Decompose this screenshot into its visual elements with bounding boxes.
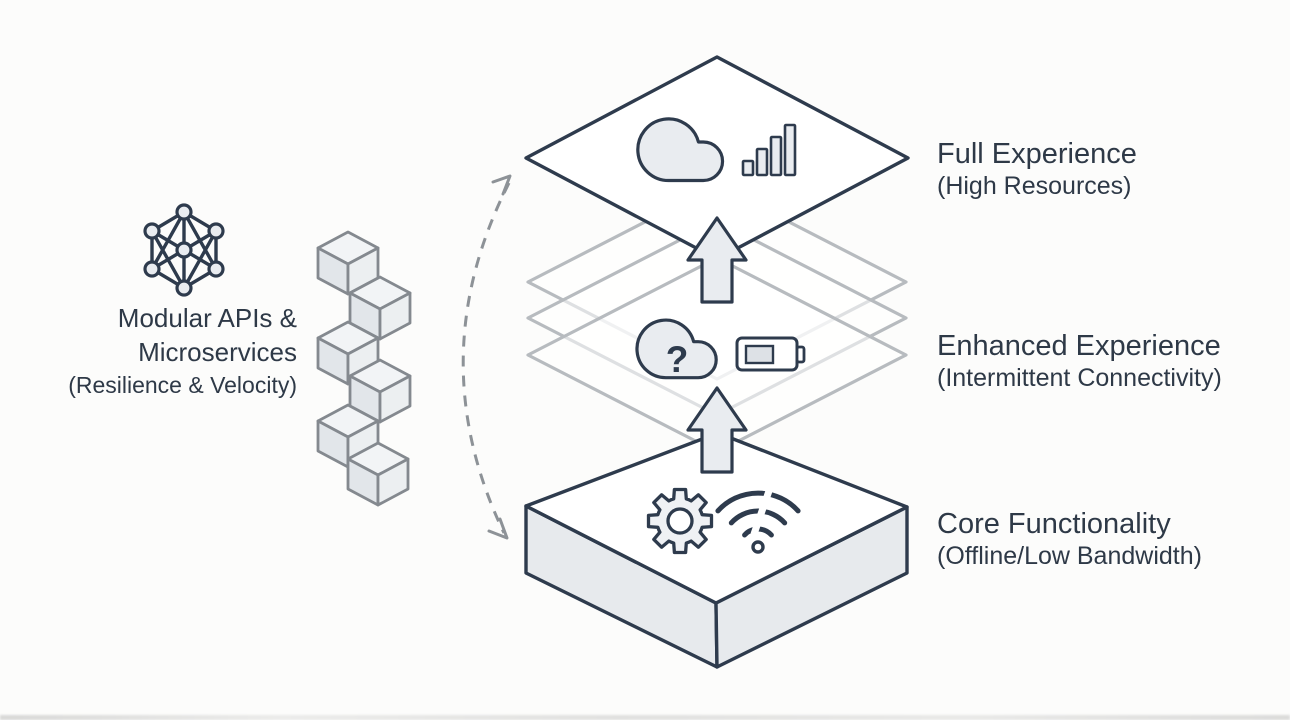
cloud-question-icon: ? — [637, 320, 716, 380]
core-functionality-layer — [524, 431, 909, 669]
question-mark-glyph: ? — [666, 339, 689, 380]
scaling-curve-arrow — [461, 174, 512, 540]
tier-subtitle: (High Resources) — [937, 172, 1132, 200]
up-arrow-icon-lower — [686, 386, 748, 474]
tier-title: Full Experience — [937, 138, 1137, 170]
network-mesh-icon — [143, 203, 225, 297]
up-arrow-icon-upper — [686, 216, 748, 304]
signal-bars-icon — [741, 123, 797, 177]
cube-icon — [378, 374, 412, 424]
cube-icon — [376, 457, 410, 507]
bottom-edge-artifact — [0, 715, 1290, 720]
tier-label-core-functionality: Core Functionality (Offline/Low Bandwidt… — [937, 507, 1202, 571]
left-label-line1: Modular APIs & — [117, 303, 297, 333]
cube-icon — [378, 291, 412, 341]
tier-title: Core Functionality — [937, 508, 1171, 540]
tier-subtitle: (Offline/Low Bandwidth) — [937, 542, 1202, 570]
arrowhead-up-icon — [491, 174, 512, 196]
modular-apis-label: Modular APIs & Microservices (Resilience… — [68, 301, 297, 401]
tier-subtitle: (Intermittent Connectivity) — [937, 364, 1222, 392]
left-label-line2: Microservices — [138, 337, 297, 367]
tier-title: Enhanced Experience — [937, 330, 1221, 362]
left-label-line3: (Resilience & Velocity) — [68, 372, 297, 398]
cube-stack-icon — [316, 230, 412, 507]
cloud-icon — [638, 119, 723, 181]
arrowhead-down-icon — [487, 517, 509, 540]
tier-label-full-experience: Full Experience (High Resources) — [937, 137, 1137, 201]
gear-icon — [646, 487, 714, 555]
cube-icon — [346, 246, 380, 296]
tier-label-enhanced-experience: Enhanced Experience (Intermittent Connec… — [937, 329, 1222, 393]
wifi-offline-icon — [715, 486, 801, 554]
battery-icon — [735, 336, 806, 372]
